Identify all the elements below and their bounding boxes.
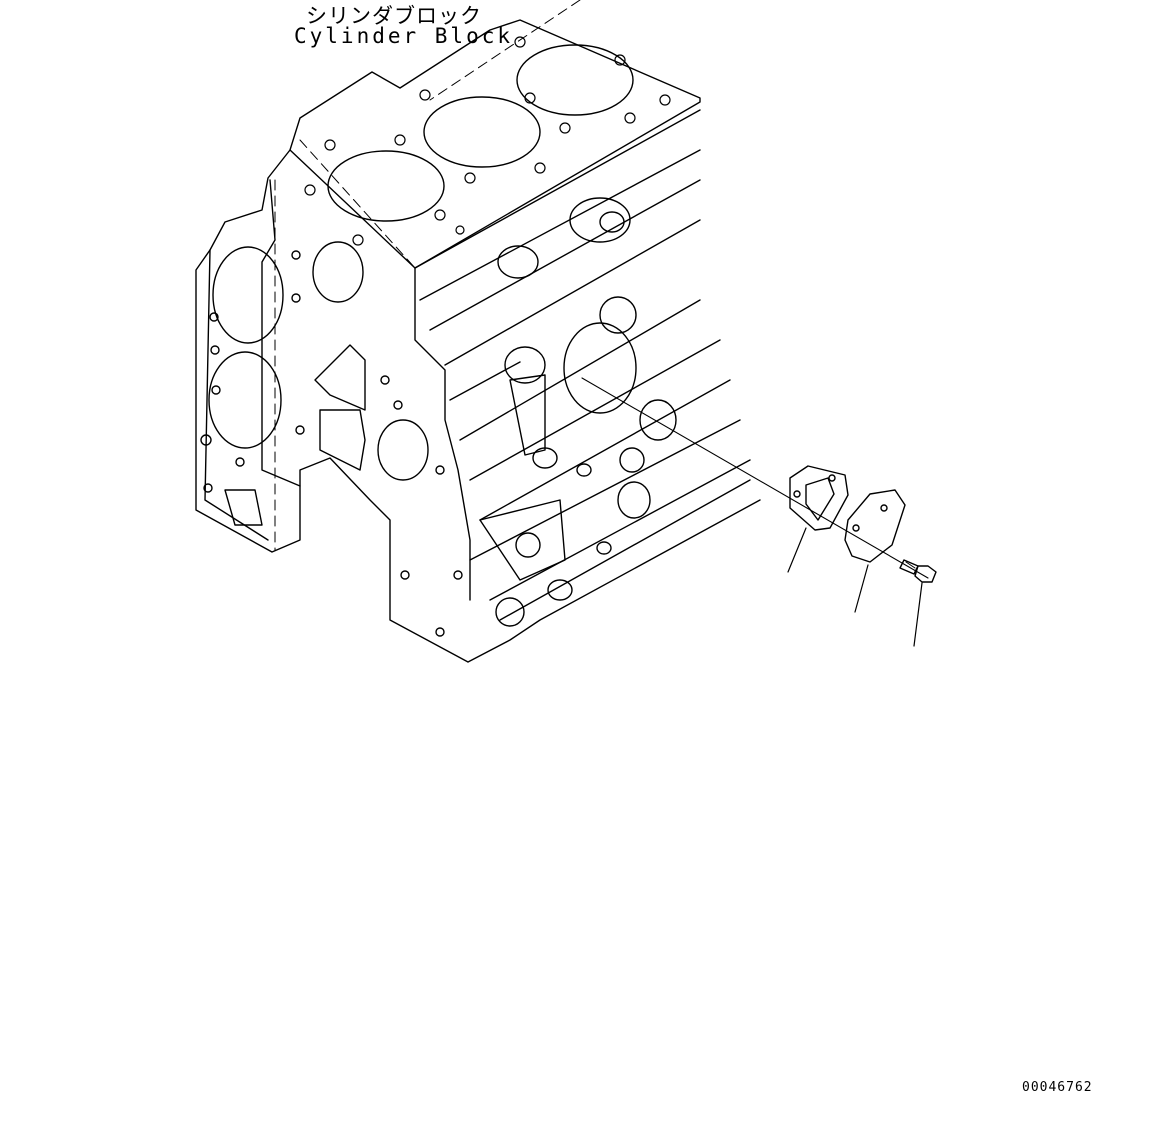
deck-holes [304,36,671,246]
cylinder-block-label-jp: シリンダブロック [306,4,482,28]
cover-plate [844,489,906,613]
cylinder-bores [327,44,634,222]
front-plate-openings [200,241,463,637]
cylinder-block [195,0,761,663]
gasket [787,465,849,573]
cylinder-block-label-en: Cylinder Block [294,24,514,48]
assembly-center-line [581,377,929,579]
drawing-number: 00046762 [1022,1080,1093,1095]
block-side-features [479,197,677,627]
bolt [899,559,937,647]
